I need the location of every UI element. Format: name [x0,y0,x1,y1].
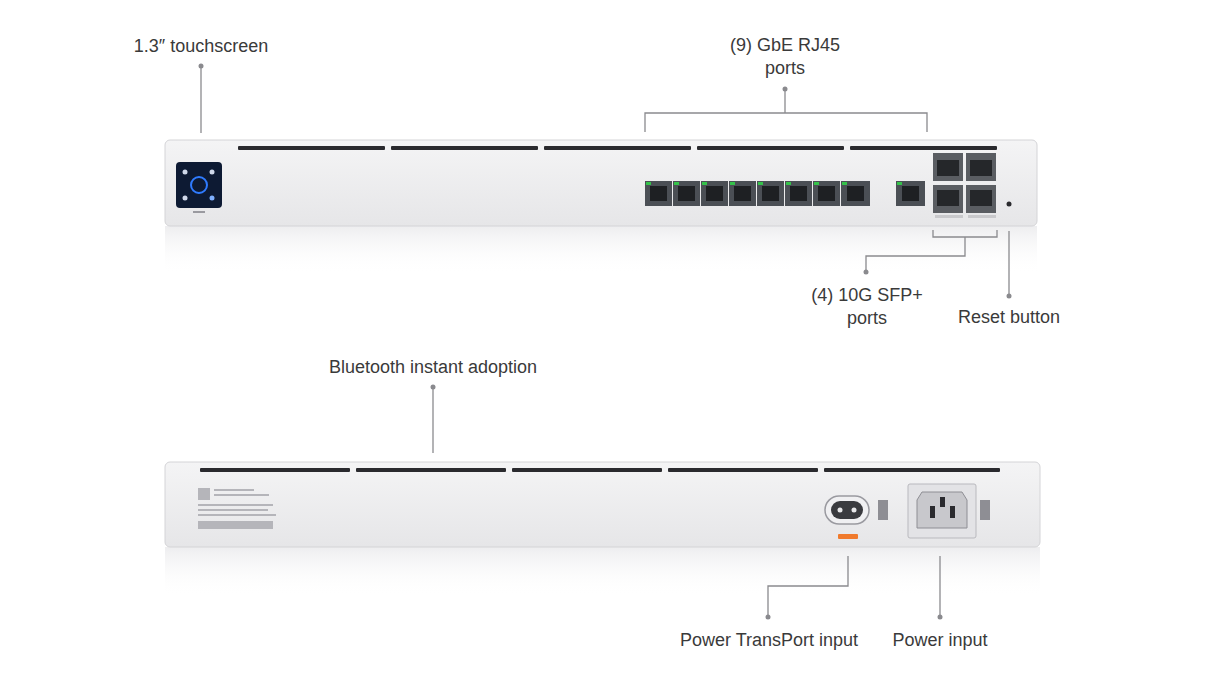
callout-label: Power input [892,629,987,652]
callout-label: (9) GbE RJ45 ports [720,34,850,80]
callout-label: 1.3″ touchscreen [134,35,268,58]
callout-label: Power TransPort input [680,629,858,652]
callout-label: Bluetooth instant adoption [329,356,537,379]
callout-label: Reset button [958,306,1060,329]
callout-label: (4) 10G SFP+ ports [802,284,932,330]
